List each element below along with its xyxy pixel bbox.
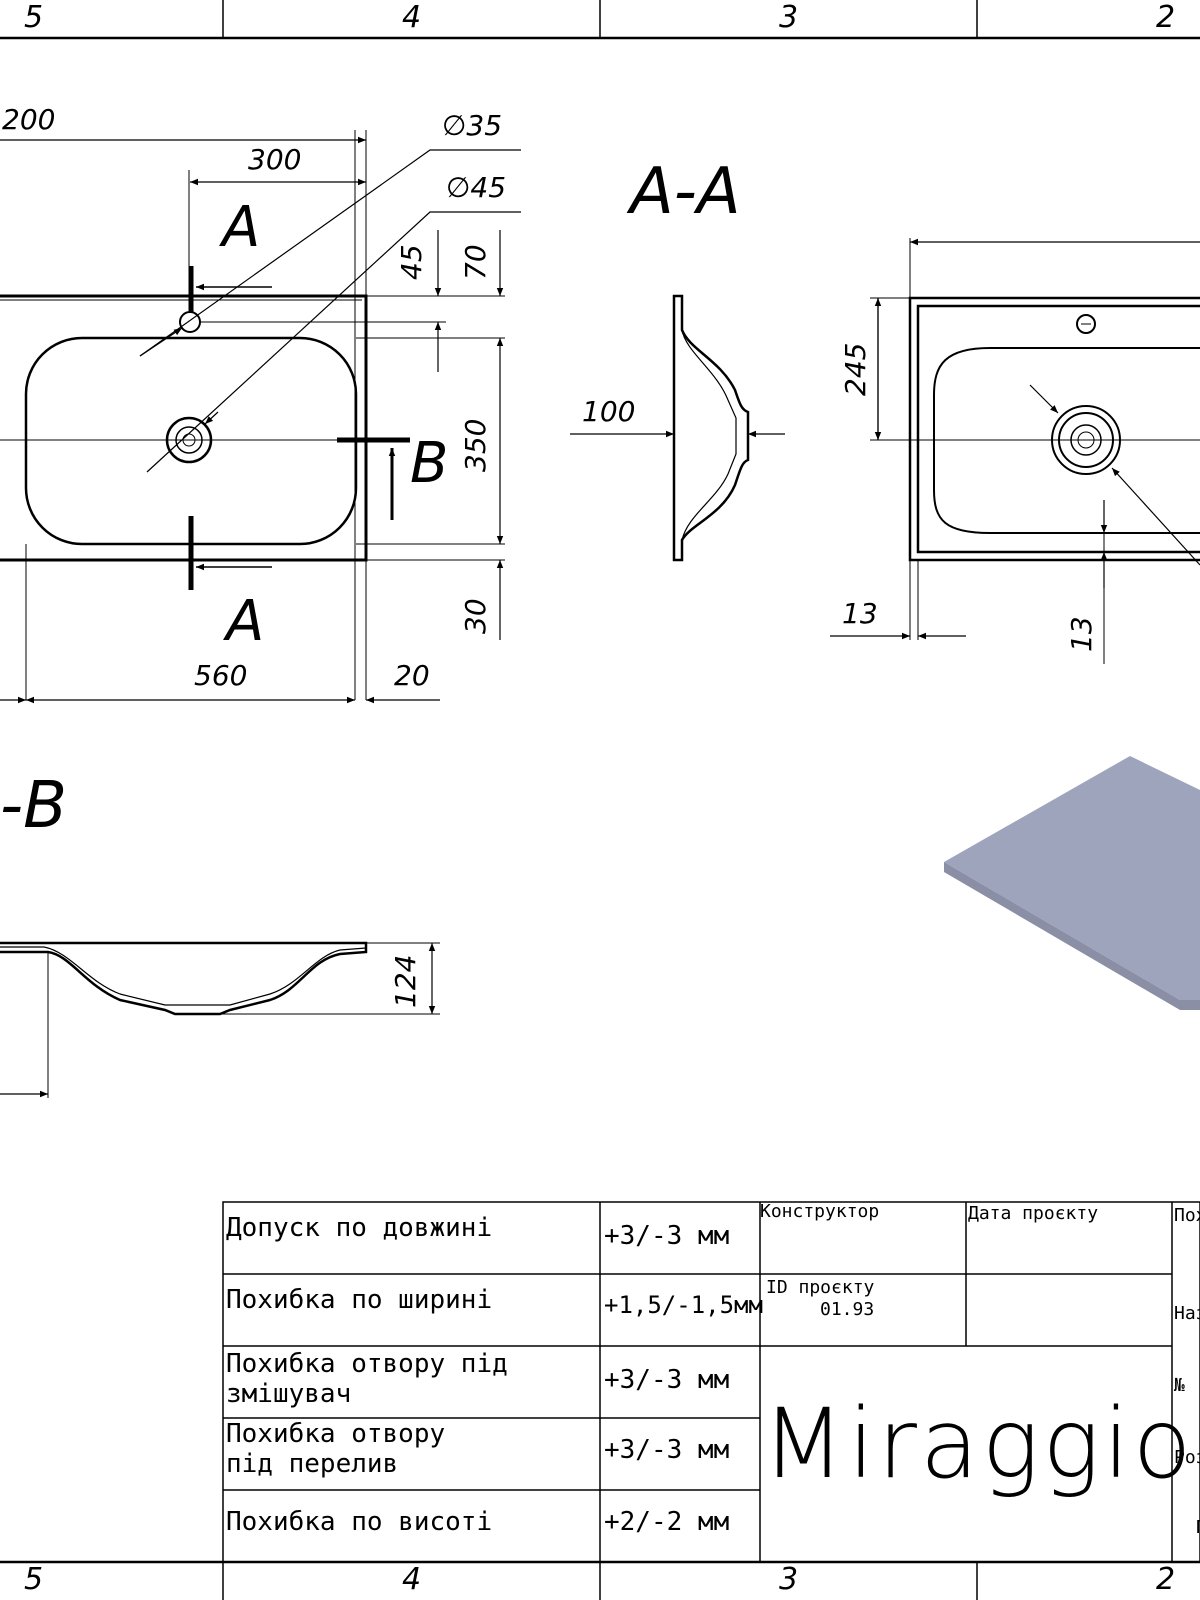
section-aa-title: A-A (630, 155, 741, 229)
dimension-70: 70 (459, 244, 492, 280)
zone-label-bottom-5: 5 (24, 1562, 44, 1597)
tolerance-value-mixer-hole: +3/-3 мм (604, 1365, 730, 1395)
dimension-350: 350 (459, 418, 492, 472)
brand-logo-miraggio: Miraggio (762, 1388, 1195, 1500)
zone-label-bottom-2: 2 (1156, 1562, 1176, 1597)
section-marker-a-top: A (222, 195, 261, 260)
dimension-dia-35: ∅35 (442, 109, 503, 142)
title-block-cut-label-1: Пох (1174, 1205, 1200, 1226)
right-plan-view (830, 238, 1200, 664)
tolerance-label-height: Похибка по висоті (226, 1507, 493, 1537)
dimension-200: 200 (2, 103, 56, 136)
title-block-cut-label-4: Роз (1174, 1447, 1200, 1468)
tolerance-value-height: +2/-2 мм (604, 1507, 730, 1537)
dimension-124: 124 (389, 954, 422, 1008)
dimension-dia-45: ∅45 (446, 171, 507, 204)
zone-label-top-5: 5 (24, 0, 44, 35)
section-marker-b: B (410, 431, 449, 496)
tolerance-value-length: +3/-3 мм (604, 1221, 730, 1251)
section-aa-profile (570, 294, 785, 562)
dimension-560: 560 (194, 659, 248, 692)
tolerance-label-width: Похибка по ширині (226, 1285, 493, 1315)
constructor-label: Конструктор (760, 1201, 880, 1222)
dimension-100: 100 (582, 395, 636, 428)
section-bb-title: -B (0, 769, 67, 843)
dimension-300: 300 (248, 143, 302, 176)
zone-label-top-3: 3 (779, 0, 799, 35)
title-block-cut-label-5: П (1196, 1517, 1200, 1539)
project-id-value: 01.93 (820, 1299, 875, 1320)
project-date-label: Дата проєкту (968, 1203, 1099, 1224)
title-block (222, 1201, 1200, 1563)
dimension-245: 245 (839, 342, 872, 396)
sink-render-3d (944, 756, 1200, 1010)
zone-label-bottom-4: 4 (402, 1562, 422, 1597)
tolerance-label-length: Допуск по довжині (226, 1213, 493, 1243)
dimension-20: 20 (394, 659, 430, 692)
tolerance-value-overflow-hole: +3/-3 мм (604, 1435, 730, 1465)
section-marker-a-bottom: A (226, 589, 265, 654)
dimension-30: 30 (459, 598, 492, 634)
zone-label-top-2: 2 (1156, 0, 1176, 35)
section-bb-profile (0, 941, 440, 1098)
dimension-13-horizontal: 13 (842, 597, 878, 630)
plan-view (0, 130, 521, 704)
tolerance-label-mixer-hole: Похибка отвору під змішувач (226, 1349, 508, 1409)
zone-label-bottom-3: 3 (779, 1562, 799, 1597)
dimension-13-vertical: 13 (1065, 616, 1098, 652)
title-block-cut-label-2: Наз (1174, 1303, 1200, 1324)
dimension-45: 45 (395, 244, 428, 280)
project-id-label: ID проєкту (766, 1277, 875, 1298)
title-block-cut-label-3: № (1174, 1375, 1185, 1396)
tolerance-label-overflow-hole: Похибка отвору під перелив (226, 1419, 446, 1479)
zone-label-top-4: 4 (402, 0, 422, 35)
tolerance-value-width: +1,5/-1,5мм (604, 1291, 763, 1319)
